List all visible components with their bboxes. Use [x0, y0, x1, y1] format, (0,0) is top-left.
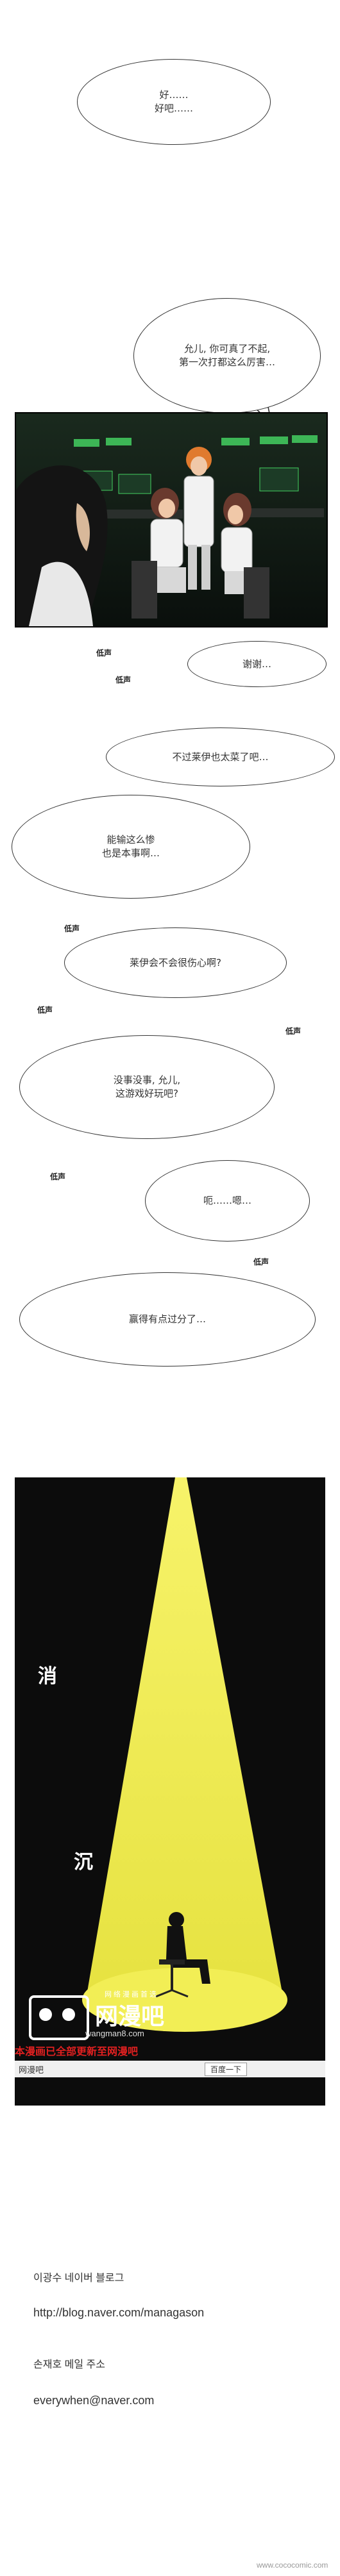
speech-text: 莱伊会不会很伤心啊? — [130, 956, 221, 968]
spotlight-char: 消 — [38, 1665, 57, 1688]
speech-text: 呃……嗯… — [203, 1195, 251, 1206]
watermark-bar-right[interactable]: 百度一下 — [205, 2063, 248, 2076]
speech-bubble: 莱伊会不会很伤心啊? — [64, 927, 287, 998]
whisper-sfx: 低声 — [253, 1258, 269, 1267]
footer-site: www.cococomic.com — [257, 2561, 328, 2570]
game-room-panel — [15, 412, 328, 627]
watermark-site: wangman8.com — [85, 2029, 144, 2038]
whisper-sfx: 低声 — [37, 1006, 53, 1015]
whisper-sfx: 低声 — [115, 676, 132, 685]
speech-text: 没事没事, 允儿, 这游戏好玩吧? — [113, 1074, 181, 1099]
spotlight-char: 沉 — [74, 1851, 93, 1874]
whisper-sfx: 低声 — [50, 1172, 66, 1181]
seated-silhouette — [155, 1912, 210, 1998]
speech-bubble: 能输这么惨 也是本事啊… — [12, 795, 250, 899]
speech-bubble-2: 允儿, 你可真了不起, 第一次打都这么厉害… — [133, 298, 321, 426]
seated-figure-2 — [221, 493, 269, 619]
watermark: 网络漫画首选 网漫吧 wangman8.com 本漫画已全部更新至网漫吧 网漫吧… — [15, 1958, 325, 2106]
spotlight-panel: 消 沉 网络漫画首选 网漫吧 wangman8.com 本漫画已全部更新至网漫吧… — [15, 1477, 325, 2106]
speech-text: 赢得有点过分了… — [128, 1313, 206, 1325]
watermark-bar: 网漫吧 百度一下 — [15, 2061, 325, 2077]
watermark-logo-text: 网漫吧 — [95, 2004, 165, 2030]
speech-text: 不过莱伊也太菜了吧… — [172, 751, 269, 763]
speech-text: 好…… 好吧…… — [154, 89, 193, 114]
speech-bubble-body: 允儿, 你可真了不起, 第一次打都这么厉害… — [133, 298, 321, 413]
speech-text: 能输这么惨 也是本事啊… — [101, 834, 160, 859]
whisper-sfx: 低声 — [96, 649, 112, 658]
speech-text: 谢谢… — [242, 658, 271, 670]
speech-bubble: 没事没事, 允儿, 这游戏好玩吧? — [19, 1035, 275, 1139]
whisper-sfx: 低声 — [285, 1027, 302, 1036]
watermark-arc-text: 网络漫画首选 — [105, 1990, 158, 1998]
game-room-illustration — [16, 413, 327, 626]
credits-line-1: 이광수 네이버 블로그 — [33, 2273, 124, 2284]
speech-bubble: 呃……嗯… — [145, 1160, 310, 1242]
foreground-figure — [16, 465, 108, 626]
speech-bubble: 好…… 好吧…… — [77, 59, 271, 145]
watermark-logo-box — [29, 1995, 89, 2040]
credits-blog-link[interactable]: http://blog.naver.com/managason — [33, 2306, 205, 2319]
credits-line-3: 손재호 메일 주소 — [33, 2359, 105, 2370]
watermark-bar-left: 网漫吧 — [19, 2066, 44, 2075]
speech-bubble: 不过莱伊也太菜了吧… — [106, 727, 335, 786]
speech-text: 允儿, 你可真了不起, 第一次打都这么厉害… — [178, 343, 275, 368]
standing-figure — [183, 447, 214, 590]
credits-email[interactable]: everywhen@naver.com — [33, 2394, 155, 2407]
seated-figure-1 — [132, 488, 186, 619]
whisper-sfx: 低声 — [64, 924, 80, 933]
speech-bubble: 赢得有点过分了… — [19, 1272, 316, 1367]
speech-bubble: 谢谢… — [187, 641, 327, 687]
spotlight-illustration — [82, 1477, 287, 2032]
watermark-red-line: 本漫画已全部更新至网漫吧 — [15, 2045, 139, 2057]
